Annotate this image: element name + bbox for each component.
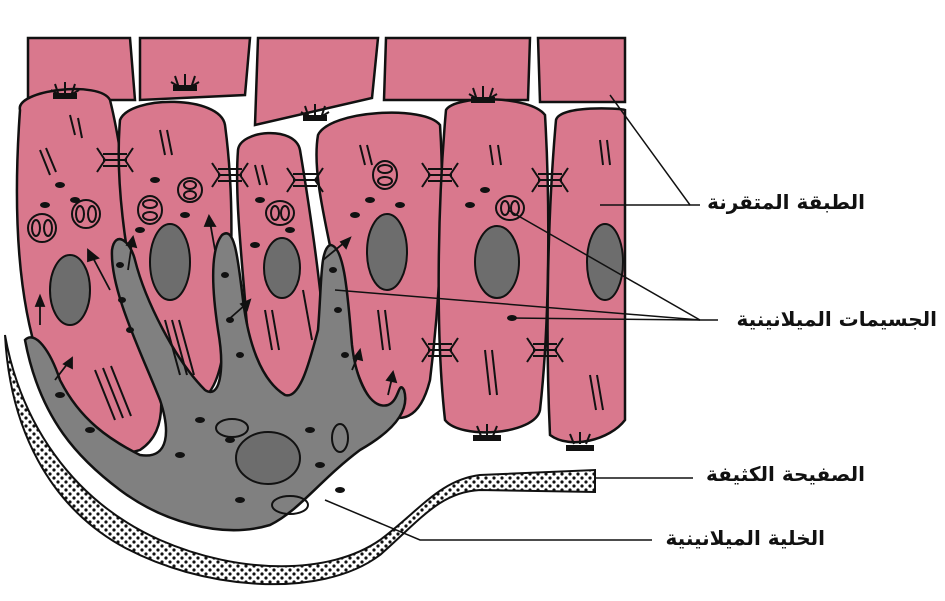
label-melanocyte: الخلية الميلانينية [665, 526, 825, 550]
basement-membrane-band [4, 334, 596, 586]
melanosome-complexes [27, 160, 525, 515]
melanosome-dots [40, 177, 517, 503]
desmosomes [50, 74, 594, 451]
tonofilaments [39, 114, 611, 421]
nuclei [49, 213, 624, 485]
label-basement-membrane: الصفيحة الكثيفة [706, 462, 865, 486]
melanocyte-cell [23, 232, 407, 532]
transfer-arrows [34, 213, 398, 396]
leader-lines [324, 94, 718, 541]
label-melanosomes: الجسيمات الميلانينية [736, 307, 937, 331]
label-stratum-corneum: الطبقة المتقرنة [707, 190, 865, 214]
